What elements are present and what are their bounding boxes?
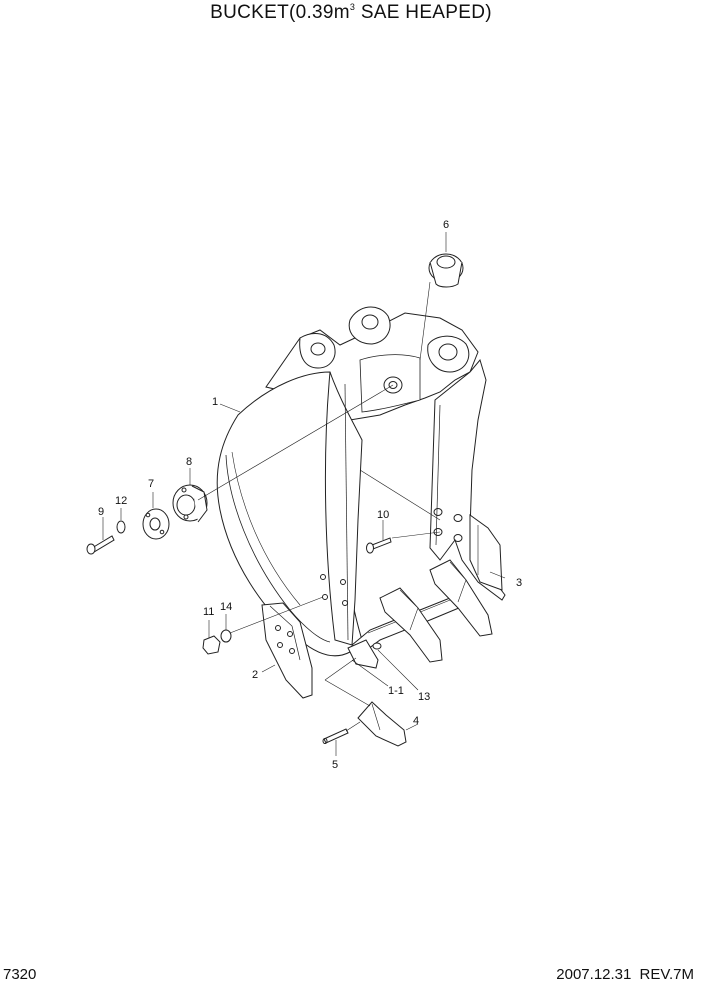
callout-2: 2 [252,669,258,681]
callout-1: 1 [212,396,218,408]
leader-lines [102,232,506,756]
side-cutter [261,602,313,699]
title-suffix: SAE HEAPED) [355,2,492,23]
callout-8: 8 [186,456,192,468]
revision-date: 2007.12.31 REV.7M [556,966,694,983]
tooth-assembly [322,701,407,747]
callout-labels: 1 1-1 2 3 4 5 6 7 8 9 10 11 12 13 14 [98,219,522,771]
boss-parts [142,484,208,540]
callout-10: 10 [377,509,389,521]
bolt-washer [86,520,126,555]
callout-4: 4 [413,715,419,727]
nut-washer [202,629,232,655]
callout-12: 12 [115,495,127,507]
bolt-10 [366,537,392,554]
title-prefix: BUCKET(0.39m [210,2,350,23]
callout-3: 3 [516,577,522,589]
callout-6: 6 [443,219,449,231]
callout-7: 7 [148,478,154,490]
title-superscript: 3 [349,2,356,12]
callout-5: 5 [332,759,338,771]
callout-9: 9 [98,506,104,518]
page-title: BUCKET(0.39m3 SAE HEAPED) [0,2,702,24]
callout-1-1: 1-1 [388,685,404,697]
callout-14: 14 [220,601,232,613]
small-nut [372,642,382,650]
bushing [428,253,464,288]
bucket-body [216,306,506,657]
callout-11: 11 [203,606,214,618]
page-number: 7320 [3,966,37,983]
callout-13: 13 [418,691,430,703]
bucket-teeth [347,559,493,669]
